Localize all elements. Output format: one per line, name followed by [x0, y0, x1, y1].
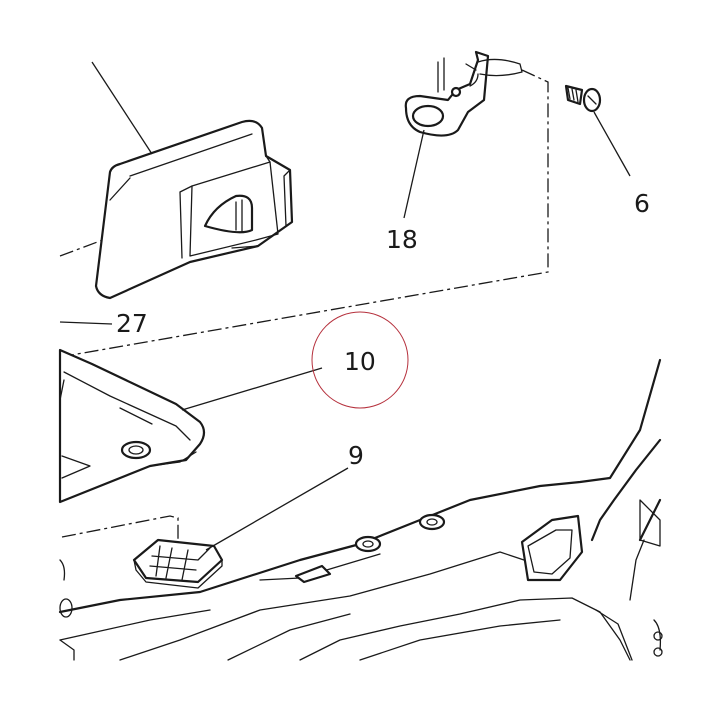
part-10-tray[interactable] — [58, 348, 206, 504]
leader-lines — [59, 61, 631, 551]
callout-10[interactable]: 10 — [344, 347, 376, 376]
part-9-grommet-pad[interactable] — [132, 538, 224, 589]
callout-18[interactable]: 18 — [386, 225, 418, 254]
callout-9[interactable]: 9 — [348, 441, 364, 470]
main-frame — [58, 358, 663, 661]
leader-18 — [403, 129, 425, 219]
leader-9 — [205, 467, 349, 551]
part-6-screw[interactable] — [564, 84, 602, 113]
leader-10 — [181, 367, 323, 411]
callout-27[interactable]: 27 — [116, 309, 148, 338]
leader-27 — [59, 321, 113, 325]
part-27-cover-panel[interactable] — [94, 119, 294, 300]
leader-27-upper — [91, 61, 153, 155]
callouts: 6 18 27 10 9 — [116, 189, 650, 470]
callout-6[interactable]: 6 — [634, 189, 650, 218]
callout-10-highlight-ring — [311, 311, 409, 409]
leader-6 — [593, 111, 631, 177]
part-18-bracket[interactable] — [404, 50, 523, 137]
assembly-lines — [59, 69, 549, 560]
